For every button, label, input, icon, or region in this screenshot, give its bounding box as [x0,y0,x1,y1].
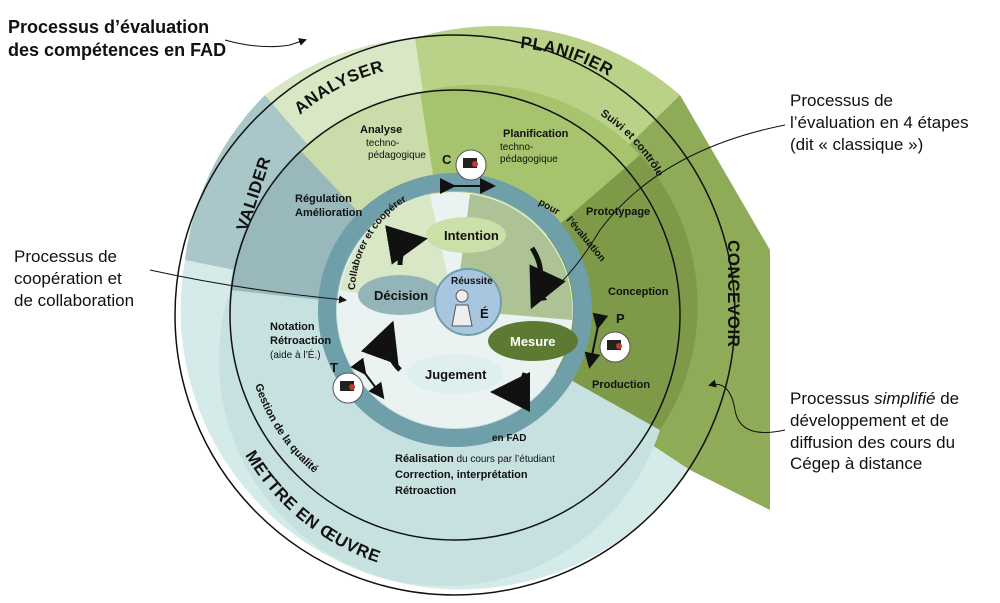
cycle-arrows [360,225,566,412]
note-simplified-line-2: développement et de [790,410,949,430]
retroaction-2: Rétroaction [395,485,456,497]
person-icon-p [599,331,631,363]
title-line-1: Processus d’évaluation [8,17,210,37]
note-simplified-line-3: diffusion des cours du [790,432,956,452]
label-intention: Intention [444,228,499,243]
notation: Notation [270,321,315,333]
letter-c: C [442,152,452,167]
label-mesure: Mesure [510,334,556,349]
note-classic-line-2: l’évaluation en 4 étapes [790,112,969,132]
arrow-decision-intention [385,225,428,266]
realisation-bold: Réalisation [395,453,454,465]
outer-boundary [174,34,736,596]
realisation: Réalisation du cours par l’étudiant [395,453,555,465]
note-coop: Processus de coopération et de collabora… [14,246,134,311]
conception: Conception [608,286,669,298]
note-simplified-line-4: Cégep à distance [790,454,923,474]
ellipse-jugement [407,354,503,394]
note-coop-line-3: de collaboration [14,290,135,310]
arrow-mesure-jugement [490,371,531,412]
prototypage: Prototypage [586,206,650,218]
person-icon-c [455,149,487,181]
label-concevoir: CONCEVOIR [724,240,743,347]
amelioration: Amélioration [295,207,363,219]
callout-coop [149,269,347,304]
ellipse-mesure [488,321,578,361]
label-e: É [480,306,489,321]
arrow-jugement-decision [360,320,402,372]
ellipse-intention [426,217,506,253]
callout-classic [538,124,786,302]
note-simplified-emph: simplifié [874,389,936,408]
double-arrow-p [584,312,609,369]
arrow-intention-mesure [529,246,566,310]
title-line-2: des compétences en FAD [8,40,227,61]
label-reussite: Réussite [451,276,493,287]
center-reussite [434,268,502,336]
note-simplified-suffix: de [935,389,960,408]
note-simplified-line-1: Processus simplifié de [790,388,959,410]
note-coop-line-2: coopération et [14,268,122,288]
analyse-sub-1: techno- [366,138,399,149]
student-icon [451,289,473,327]
diagram-title: Processus d’évaluation des compétences e… [8,16,226,62]
mid-boundary [229,89,681,541]
analyse-sub-2: pédagogique [368,150,426,161]
letter-t: T [330,360,338,375]
note-classic: Processus de l’évaluation en 4 étapes (d… [790,90,969,155]
planif-sub-1: techno- [500,142,533,153]
correction: Correction, interprétation [395,469,528,481]
note-classic-line-1: Processus de [790,91,893,110]
aide-etudiant: (aide à l’É.) [270,348,321,361]
note-classic-line-3: (dit « classique ») [790,134,924,154]
double-arrow-t [350,357,385,400]
band-en-fad: en FAD [492,433,526,444]
retroaction: Rétroaction [270,335,331,347]
callout-simplified [708,379,786,433]
label-jugement: Jugement [425,367,487,382]
label-decision: Décision [374,288,428,303]
note-simplified: Processus simplifié de développement et … [790,388,959,475]
realisation-rest: du cours par l’étudiant [454,454,555,465]
letter-p: P [616,311,625,326]
analyse-title: Analyse [360,124,402,136]
planif-title: Planification [503,128,569,140]
regulation: Régulation [295,193,352,205]
note-simplified-prefix: Processus [790,389,875,408]
production: Production [592,379,650,391]
planif-sub-2: pédagogique [500,154,558,165]
callout-title [224,38,307,48]
callout-arrows [149,38,786,433]
person-icon-t [332,372,364,404]
note-coop-line-1: Processus de [14,247,117,266]
ellipse-decision [358,275,442,315]
